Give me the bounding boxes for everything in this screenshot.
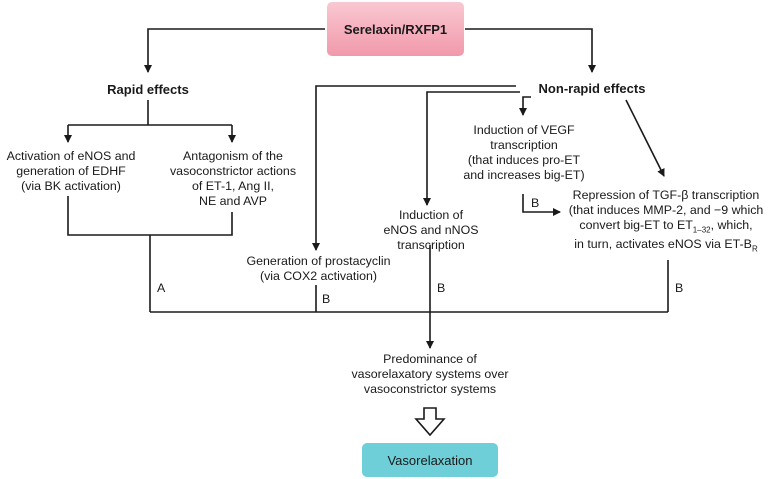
antagonism-node: Antagonism of the vasoconstrictor action…	[169, 149, 297, 208]
serelaxin-box: Serelaxin/RXFP1	[327, 2, 464, 56]
tgf-repression-node: Repression of TGF-β transcription (that …	[568, 188, 764, 254]
label-b-prostacyclin: B	[322, 292, 331, 306]
arrow-vegf-to-tgf	[522, 194, 561, 216]
arrow-to-rapid	[144, 28, 325, 73]
hollow-down-arrow-icon	[414, 407, 446, 437]
serelaxin-text: Serelaxin/RXFP1	[343, 21, 448, 37]
arrow-to-nos	[423, 91, 520, 206]
rapid-effects-heading: Rapid effects	[107, 82, 189, 97]
label-b-vegf: B	[531, 196, 540, 210]
label-b-tgf: B	[675, 281, 684, 295]
label-a: A	[157, 281, 166, 295]
arrow-to-tgf	[625, 99, 665, 177]
nos-induction-node: Induction of eNOS and nNOS transcription	[383, 208, 479, 252]
vasorelaxation-text: Vasorelaxation	[387, 452, 473, 468]
nonrapid-effects-heading: Non-rapid effects	[538, 81, 646, 96]
arrow-to-prostacyclin	[312, 85, 516, 251]
enos-activation-node: Activation of eNOS and generation of EDH…	[6, 149, 136, 193]
predominance-node: Predominance of vasorelaxatory systems o…	[351, 352, 509, 396]
prostacyclin-node: Generation of prostacyclin (via COX2 act…	[246, 254, 391, 283]
vegf-induction-node: Induction of VEGF transcription (that in…	[463, 123, 585, 182]
arrow-to-nonrapid	[465, 28, 596, 73]
arrow-to-vegf	[519, 96, 531, 116]
vasorelaxation-box: Vasorelaxation	[362, 443, 498, 477]
label-b-nos: B	[437, 281, 446, 295]
